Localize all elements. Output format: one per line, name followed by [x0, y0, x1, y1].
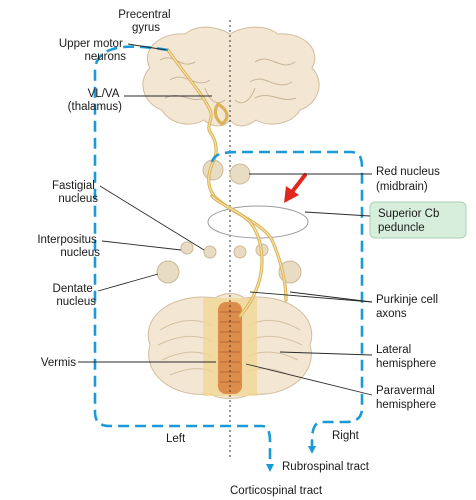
rubrospinal-pathway — [210, 150, 364, 454]
superior-cb-peduncle-box — [369, 201, 467, 239]
label-superior-cb-peduncle: Superior Cb peduncle — [378, 208, 443, 234]
label-corticospinal-tract: Corticospinal tract — [230, 485, 323, 497]
leader-lines — [78, 43, 373, 396]
fastigial-nucleus-right — [233, 245, 247, 259]
fastigial-nucleus-left — [203, 245, 217, 259]
label-red-nucleus: Red nucleus (midbrain) — [376, 166, 443, 193]
vermis-band — [218, 302, 242, 394]
label-rubrospinal-tract: Rubrospinal tract — [282, 461, 370, 473]
dentate-nucleus-left — [156, 260, 180, 284]
label-paravermal-hemisphere: Paravermal hemisphere — [376, 385, 438, 411]
corticospinal-pathway — [93, 45, 274, 472]
label-vl-va-thalamus: VL/VA (thalamus) — [68, 88, 122, 113]
label-dentate-nucleus: Dentate nucleus — [53, 283, 97, 308]
label-vermis: Vermis — [41, 357, 76, 369]
label-lateral-hemisphere: Lateral hemisphere — [376, 344, 436, 370]
label-left: Left — [166, 433, 186, 445]
brain-section — [142, 26, 320, 127]
label-purkinje-cell-axons: Purkinje cell axons — [376, 294, 441, 320]
red-nucleus-right — [229, 163, 251, 185]
label-upper-motor-neurons: Upper motor neurons — [59, 38, 126, 63]
red-arrow-icon — [284, 173, 307, 203]
label-precentral-gyrus: Precentral gyrus — [118, 9, 174, 34]
label-right: Right — [332, 430, 360, 442]
label-fastigial-nucleus: Fastigial nucleus — [52, 180, 98, 205]
label-interpositus-nucleus: Interpositus nucleus — [37, 234, 100, 259]
interpositus-nucleus-left — [180, 241, 194, 255]
